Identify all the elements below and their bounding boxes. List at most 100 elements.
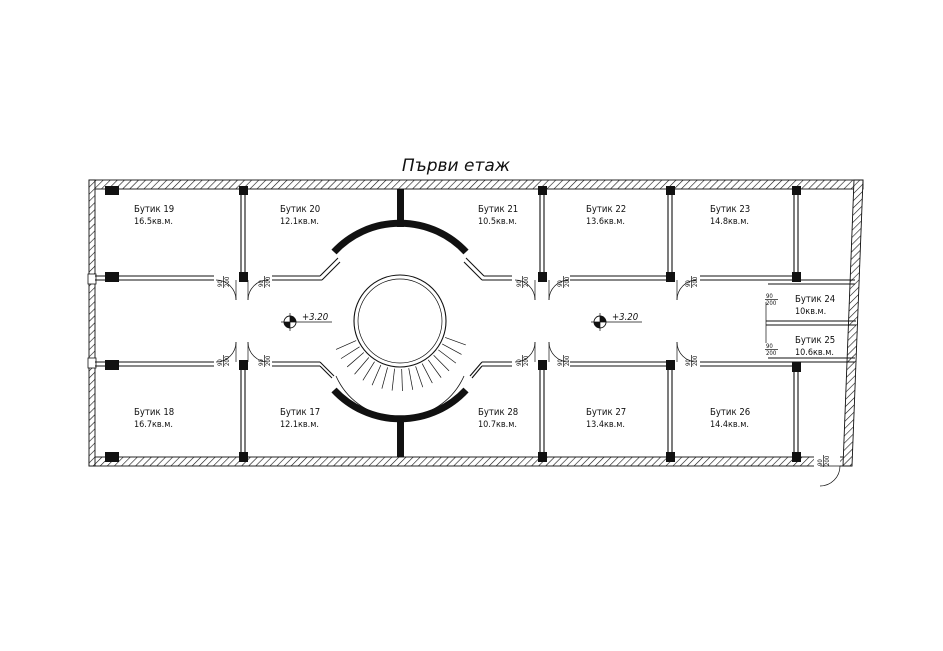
door-swing-arc — [548, 279, 570, 301]
door-width: 90 — [766, 343, 773, 350]
door-swing-arc — [676, 279, 698, 301]
room-24-area: 10кв.м. — [795, 307, 826, 317]
stair-tread — [381, 367, 388, 389]
room-17-area: 12.1кв.м. — [280, 420, 319, 430]
central-rotunda — [331, 219, 469, 423]
stair-tread — [371, 364, 382, 386]
door-swing-arc — [514, 341, 536, 363]
stair-tread — [442, 343, 462, 355]
room-labels: Бутик 19 16.5кв.м. Бутик 20 12.1кв.м. Бу… — [134, 204, 835, 430]
door-swing-arc — [514, 279, 536, 301]
room-25-name: Бутик 25 — [795, 335, 835, 346]
plan-title: Първи етаж — [402, 156, 511, 176]
door-height: 200 — [265, 355, 272, 366]
stair-tread — [421, 363, 433, 384]
stair-tread — [401, 368, 403, 391]
stair-tread — [427, 359, 442, 378]
room-24-name: Бутик 24 — [795, 294, 835, 305]
outer-walls — [87, 179, 864, 467]
room-22-area: 13.6кв.м. — [586, 217, 625, 227]
door-height: 200 — [692, 355, 699, 366]
door-width: 90 — [685, 359, 692, 366]
stair-tread — [362, 361, 375, 381]
stair-tread — [408, 368, 414, 390]
stair-tread — [444, 337, 466, 346]
stair-tread — [346, 352, 365, 368]
room-19-name: Бутик 19 — [134, 204, 174, 215]
spiral-stair — [335, 337, 466, 391]
door-height: 200 — [692, 276, 699, 287]
room-25-area: 10.6кв.м. — [795, 348, 834, 358]
door-height: 200 — [265, 276, 272, 287]
door-width: 90 — [217, 280, 224, 287]
door-width: 90 — [557, 280, 564, 287]
door-swing-arc — [215, 279, 237, 301]
door-width: 90 — [817, 459, 824, 466]
level-mark-left: +3.20 — [302, 312, 329, 323]
room-22-name: Бутик 22 — [586, 204, 626, 215]
door-swing-arc — [819, 465, 841, 487]
room-20-name: Бутик 20 — [280, 204, 320, 215]
stair-tread — [415, 366, 424, 388]
room-23-name: Бутик 23 — [710, 204, 750, 215]
room-27-area: 13.4кв.м. — [586, 420, 625, 430]
door-swing-arc — [247, 341, 269, 363]
stair-tread — [354, 357, 370, 375]
room-18-name: Бутик 18 — [134, 407, 174, 418]
room-19-area: 16.5кв.м. — [134, 217, 173, 227]
door-swing-arc — [247, 279, 269, 301]
room-26-name: Бутик 26 — [710, 407, 750, 418]
room-26-area: 14.4кв.м. — [710, 420, 749, 430]
door-swing-arc — [215, 341, 237, 363]
level-marker-left: +3.20 — [281, 312, 332, 331]
room-28-name: Бутик 28 — [478, 407, 518, 418]
stair-tread — [433, 354, 450, 372]
door-height: 200 — [523, 355, 530, 366]
door-width: 90 — [685, 280, 692, 287]
door-width: 90 — [516, 359, 523, 366]
room-21-area: 10.5кв.м. — [478, 217, 517, 227]
room-27-name: Бутик 27 — [586, 407, 626, 418]
room-20-area: 12.1кв.м. — [280, 217, 319, 227]
door-height: 200 — [564, 276, 571, 287]
room-17-name: Бутик 17 — [280, 407, 320, 418]
stair-tread — [340, 346, 360, 359]
door-height: 200 — [523, 276, 530, 287]
door-width: 90 — [766, 293, 773, 300]
door-width: 90 — [516, 280, 523, 287]
door-height: 200 — [224, 276, 231, 287]
stair-tread — [391, 368, 395, 391]
door-swing-arc — [548, 341, 570, 363]
room-23-area: 14.8кв.м. — [710, 217, 749, 227]
door-height: 200 — [766, 300, 777, 307]
door-width: 90 — [258, 359, 265, 366]
door-height: 200 — [824, 455, 831, 466]
room-18-area: 16.7кв.м. — [134, 420, 173, 430]
door-height: 200 — [564, 355, 571, 366]
room-28-area: 10.7кв.м. — [478, 420, 517, 430]
